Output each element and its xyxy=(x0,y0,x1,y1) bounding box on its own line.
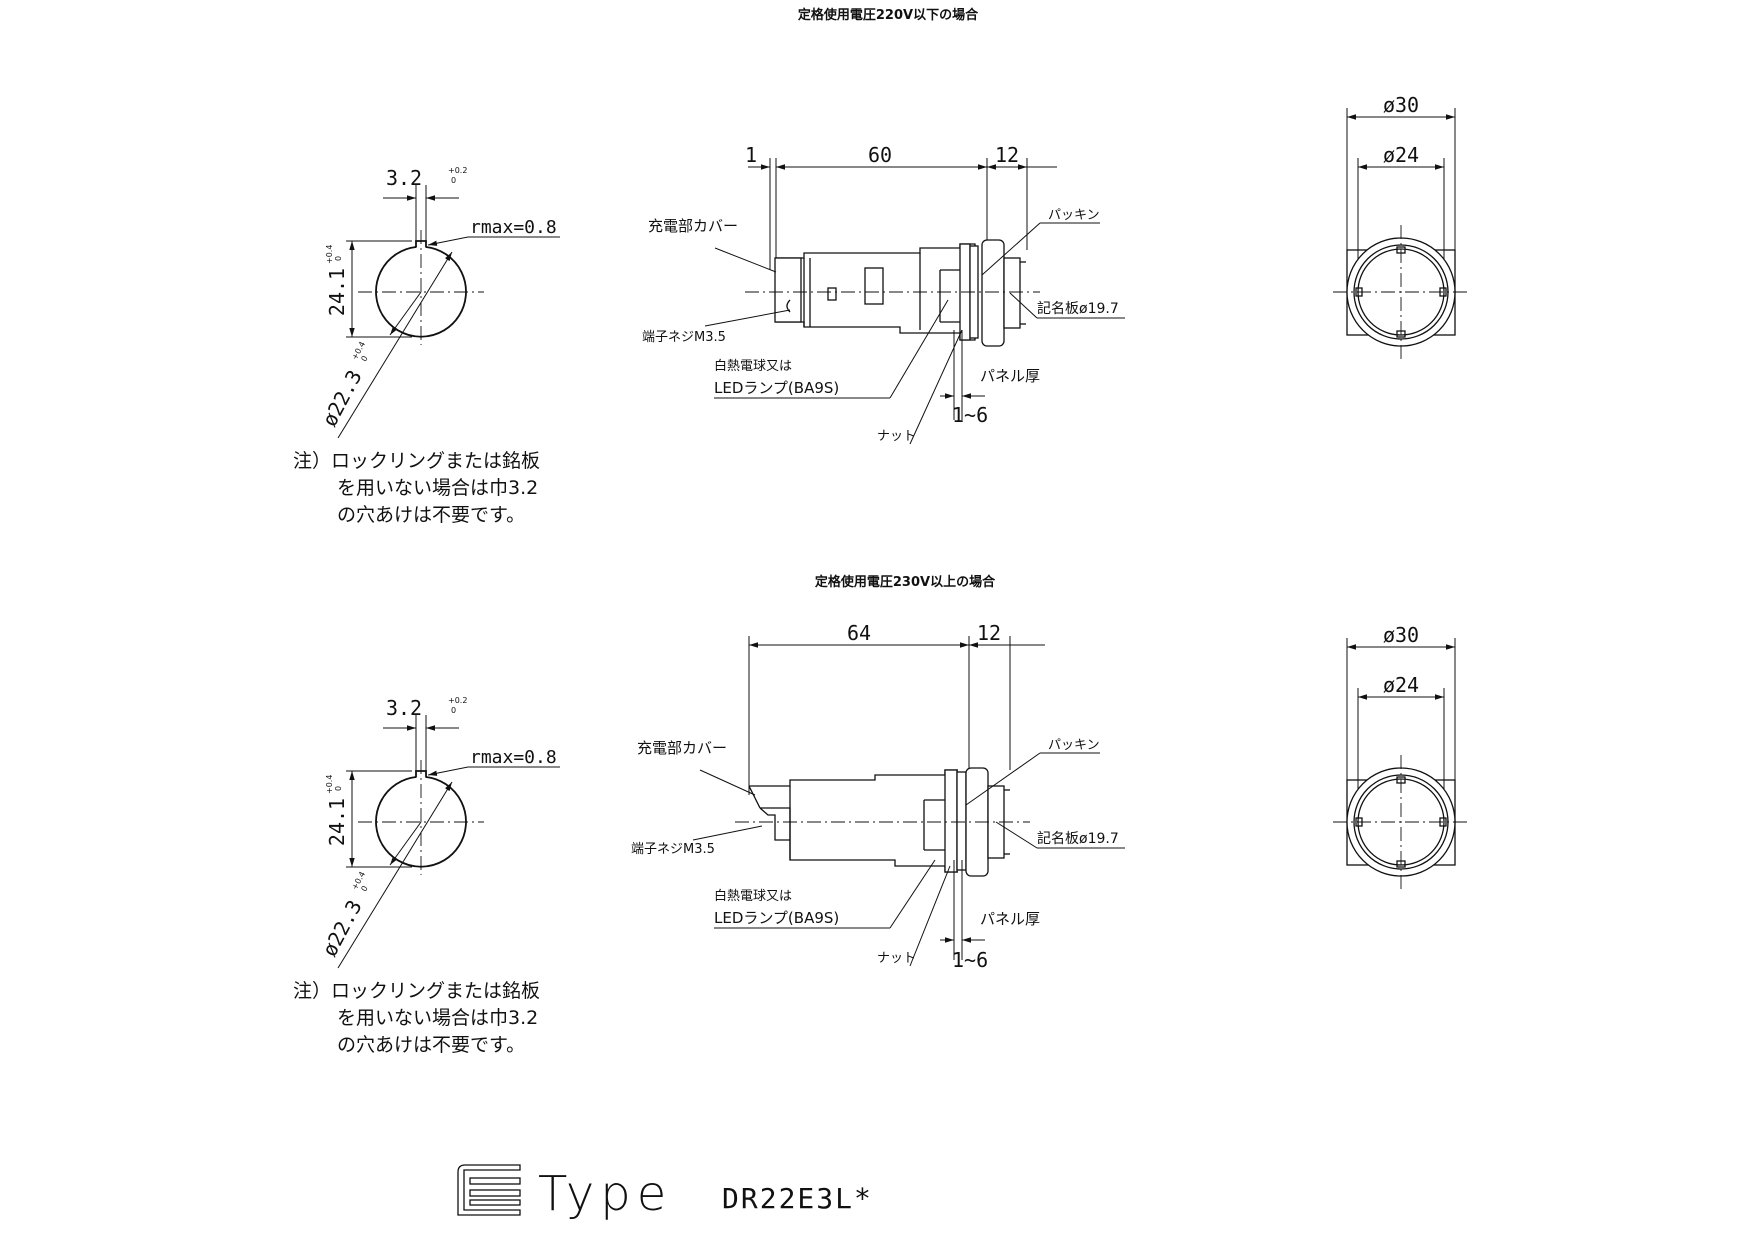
lower-panel-range: 1~6 xyxy=(952,948,988,972)
type-word: Type xyxy=(538,1166,672,1222)
lower-outer-diameter: ø30 xyxy=(1383,623,1419,647)
lower-dim-64: 64 xyxy=(847,621,871,645)
keyway-tol-lower: 0 xyxy=(451,706,456,715)
upper-label-packing: パッキン xyxy=(1048,208,1100,223)
upper-label-cover: 充電部カバー xyxy=(648,217,738,235)
diameter-tol-lower: 0 xyxy=(359,884,369,893)
height-value: 24.1 xyxy=(325,798,349,846)
note-line-2: を用いない場合は巾3.2 xyxy=(337,477,538,499)
upper-dim-1: 1 xyxy=(745,143,757,167)
upper-label-lamp-2: LEDランプ(BA9S) xyxy=(714,379,839,397)
panel-cutout-view-lower: 3.2 +0.2 0 rmax=0.8 24.1 +0.4 0 ø22.3 +0… xyxy=(293,696,560,1056)
upper-bezel xyxy=(981,239,1005,347)
upper-side-view: 1 60 12 充電部カバー パッキン xyxy=(642,143,1125,445)
upper-terminal-screw xyxy=(786,299,791,313)
keyway-tol-upper: +0.2 xyxy=(448,166,467,175)
type-e-logo xyxy=(457,1164,521,1216)
diameter-arrow-inner xyxy=(389,291,422,336)
lower-thread xyxy=(956,771,967,871)
upper-heading: 定格使用電圧220V以下の場合 xyxy=(797,7,979,23)
note-line-3: の穴あけは不要です。 xyxy=(337,504,525,526)
lower-label-nut: ナット xyxy=(877,951,916,966)
lower-nut xyxy=(944,769,958,873)
lower-label-cover: 充電部カバー xyxy=(637,739,727,757)
lower-terminal-step xyxy=(759,807,790,841)
upper-charging-cover xyxy=(774,257,802,323)
height-tol-upper: +0.4 xyxy=(325,775,334,794)
keyway-width-value: 3.2 xyxy=(386,696,422,720)
upper-front-view: ø30 ø24 xyxy=(1333,93,1469,360)
note-line-2: を用いない場合は巾3.2 xyxy=(337,1007,538,1029)
lower-side-view: 64 12 充電部カバー パッキン 端子ネジM3.5 記名板ø19.7 白熱電球… xyxy=(631,621,1125,972)
diameter-value: ø22.3 xyxy=(317,366,366,430)
keyway-width-value: 3.2 xyxy=(386,166,422,190)
upper-terminal-small xyxy=(827,287,837,301)
upper-inner-diameter: ø24 xyxy=(1383,143,1419,167)
lower-label-plate: 記名板ø19.7 xyxy=(1037,830,1119,847)
upper-dim-12: 12 xyxy=(995,143,1019,167)
panel-cutout-view: 3.2 +0.2 0 rmax=0.8 24.1 +0.4 0 ø22.3 +0… xyxy=(293,166,560,526)
diameter-leader xyxy=(337,251,453,439)
diameter-tol-lower: 0 xyxy=(359,354,369,363)
upper-label-panel: パネル厚 xyxy=(980,367,1040,385)
height-tol-lower: 0 xyxy=(334,786,343,791)
radius-note: rmax=0.8 xyxy=(470,747,557,768)
upper-label-terminal: 端子ネジM3.5 xyxy=(642,330,726,345)
upper-outer-diameter: ø30 xyxy=(1383,93,1419,117)
keyway-tol-lower: 0 xyxy=(451,176,456,185)
lower-cover-chamfer xyxy=(748,785,761,809)
note-line-3: の穴あけは不要です。 xyxy=(337,1034,525,1056)
lower-dim-12: 12 xyxy=(977,621,1001,645)
radius-note: rmax=0.8 xyxy=(470,217,557,238)
upper-label-nut: ナット xyxy=(877,429,916,444)
model-number: DR22E3L* xyxy=(722,1182,873,1215)
height-tol-lower: 0 xyxy=(334,256,343,261)
lower-body-top xyxy=(749,769,958,787)
lower-label-lamp-1: 白熱電球又は xyxy=(714,888,792,904)
note-line-1: 注）ロックリングまたは銘板 xyxy=(293,980,540,1002)
note-line-1: 注）ロックリングまたは銘板 xyxy=(293,450,540,472)
lower-label-terminal: 端子ネジM3.5 xyxy=(631,842,715,857)
lower-inner-diameter: ø24 xyxy=(1383,673,1419,697)
upper-label-lamp-1: 白熱電球又は xyxy=(714,358,792,374)
upper-dim-60: 60 xyxy=(868,143,892,167)
lower-heading: 定格使用電圧230V以上の場合 xyxy=(814,574,996,590)
lower-label-panel: パネル厚 xyxy=(980,910,1040,928)
upper-terminal-block xyxy=(864,267,884,305)
upper-body-top xyxy=(776,243,976,259)
upper-nameplate xyxy=(1003,257,1021,329)
lower-front-view: ø30 ø24 xyxy=(1333,623,1469,890)
radius-leader xyxy=(427,236,469,246)
lower-label-lamp-2: LEDランプ(BA9S) xyxy=(714,909,839,927)
keyway-tol-upper: +0.2 xyxy=(448,696,467,705)
lower-label-packing: パッキン xyxy=(1048,738,1100,753)
height-value: 24.1 xyxy=(325,268,349,316)
diameter-value: ø22.3 xyxy=(317,896,366,960)
title-block: Type DR22E3L* xyxy=(457,1164,873,1222)
height-tol-upper: +0.4 xyxy=(325,245,334,264)
upper-panel-range: 1~6 xyxy=(952,403,988,427)
upper-label-plate: 記名板ø19.7 xyxy=(1037,300,1119,317)
